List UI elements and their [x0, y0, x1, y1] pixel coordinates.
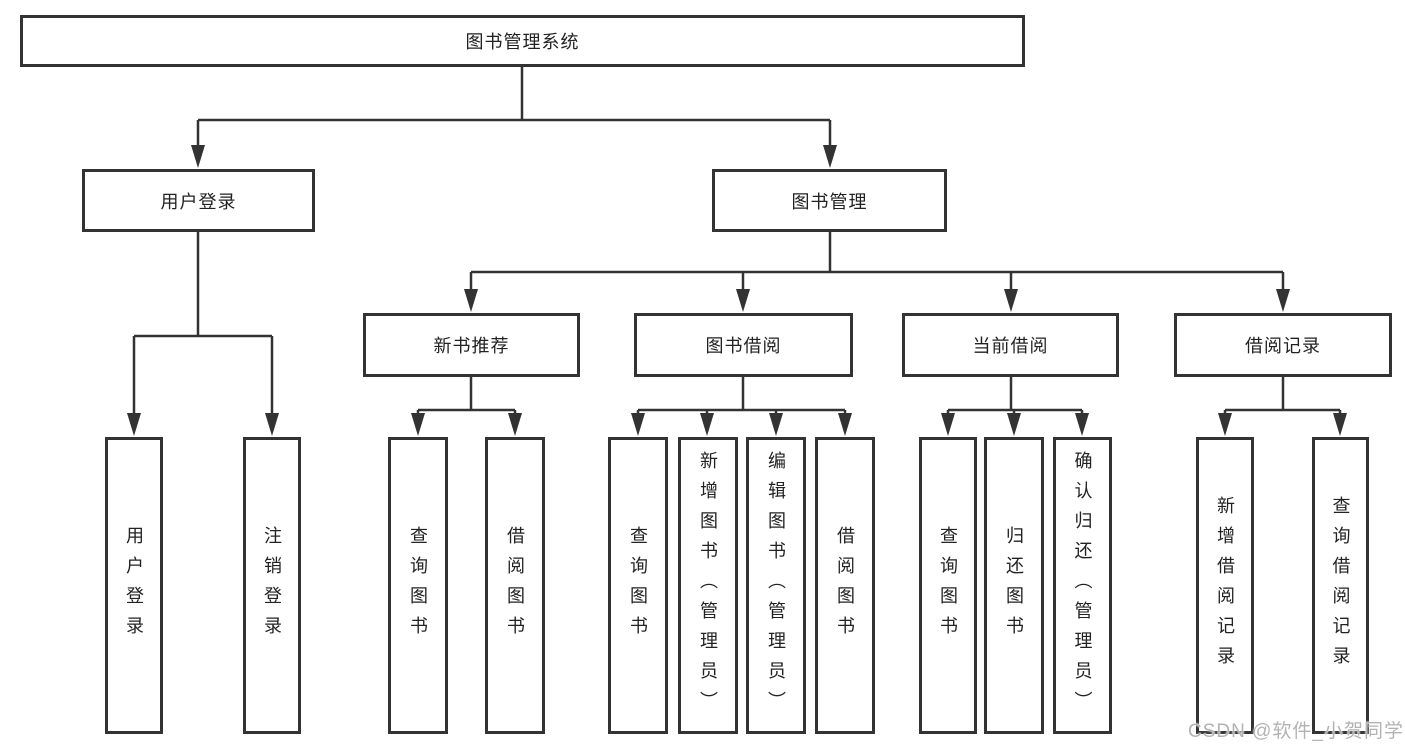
node-root-label: 图书管理系统 [465, 32, 580, 52]
arrowhead-icon [464, 289, 478, 312]
leaf-edit-book-admin-label: 编辑图书（管理员） [766, 450, 786, 721]
connector-root [191, 67, 837, 168]
arrowhead-icon [1218, 413, 1232, 436]
node-borrow-records-label: 借阅记录 [1245, 336, 1321, 356]
arrowhead-icon [1075, 413, 1089, 436]
leaf-add-borrow-record: 新增借阅记录 [1196, 437, 1254, 734]
leaf-query-book-current-label: 查询图书 [938, 525, 958, 646]
leaf-query-borrow-record-label: 查询借阅记录 [1330, 495, 1351, 676]
leaf-borrow-book-recommend-label: 借阅图书 [505, 525, 525, 646]
node-book-management-label: 图书管理 [791, 191, 868, 212]
leaf-confirm-return-admin-label: 确认归还（管理员） [1072, 450, 1093, 721]
arrowhead-icon [508, 413, 522, 436]
node-book-management: 图书管理 [712, 169, 947, 232]
node-user-login: 用户登录 [82, 169, 315, 232]
node-root: 图书管理系统 [20, 15, 1025, 67]
leaf-borrow-book: 借阅图书 [815, 437, 875, 734]
arrowhead-icon [191, 145, 205, 168]
leaf-user-login: 用户登录 [105, 437, 163, 734]
leaf-add-book-admin: 新增图书（管理员） [678, 437, 738, 734]
leaf-query-borrow-record: 查询借阅记录 [1312, 437, 1369, 734]
arrowhead-icon [1004, 289, 1018, 312]
leaf-edit-book-admin: 编辑图书（管理员） [746, 437, 806, 734]
leaf-return-book: 归还图书 [984, 437, 1044, 734]
node-new-book-recommend: 新书推荐 [363, 313, 580, 377]
arrowhead-icon [769, 413, 783, 436]
leaf-logout-label: 注销登录 [262, 525, 282, 646]
leaf-user-login-label: 用户登录 [124, 525, 144, 646]
leaf-query-book-borrow: 查询图书 [608, 437, 668, 734]
leaf-query-book-borrow-label: 查询图书 [628, 525, 648, 646]
arrowhead-icon [1007, 413, 1021, 436]
leaf-query-book-current: 查询图书 [919, 437, 977, 734]
arrowhead-icon [736, 289, 750, 312]
node-book-borrow: 图书借阅 [634, 313, 853, 377]
leaf-confirm-return-admin: 确认归还（管理员） [1053, 437, 1112, 734]
arrowhead-icon [838, 413, 852, 436]
connector-user-login [127, 232, 279, 436]
connector-new-book-recommend [411, 377, 522, 436]
connector-book-management [464, 232, 1290, 312]
node-book-borrow-label: 图书借阅 [705, 336, 782, 356]
leaf-add-book-admin-label: 新增图书（管理员） [698, 450, 718, 721]
csdn-watermark: CSDN @软件_小贺同学 [1188, 721, 1404, 742]
node-current-borrow-label: 当前借阅 [972, 336, 1049, 356]
leaf-query-book-recommend: 查询图书 [388, 437, 448, 734]
arrowhead-icon [1333, 413, 1347, 436]
leaf-logout: 注销登录 [243, 437, 301, 734]
arrowhead-icon [411, 413, 425, 436]
node-user-login-label: 用户登录 [160, 191, 237, 212]
arrowhead-icon [700, 413, 714, 436]
arrowhead-icon [1276, 289, 1290, 312]
connector-current-borrow [941, 377, 1089, 436]
node-current-borrow: 当前借阅 [902, 313, 1119, 377]
node-borrow-records: 借阅记录 [1174, 313, 1392, 377]
leaf-borrow-book-recommend: 借阅图书 [485, 437, 545, 734]
arrowhead-icon [127, 413, 141, 436]
connector-borrow-records [1218, 377, 1347, 436]
arrowhead-icon [941, 413, 955, 436]
arrowhead-icon [265, 413, 279, 436]
arrowhead-icon [631, 413, 645, 436]
leaf-query-book-recommend-label: 查询图书 [408, 525, 428, 646]
leaf-add-borrow-record-label: 新增借阅记录 [1215, 495, 1235, 676]
arrowhead-icon [823, 145, 837, 168]
node-new-book-recommend-label: 新书推荐 [433, 336, 510, 356]
leaf-return-book-label: 归还图书 [1004, 525, 1024, 646]
connector-book-borrow [631, 377, 852, 436]
leaf-borrow-book-label: 借阅图书 [835, 525, 855, 646]
